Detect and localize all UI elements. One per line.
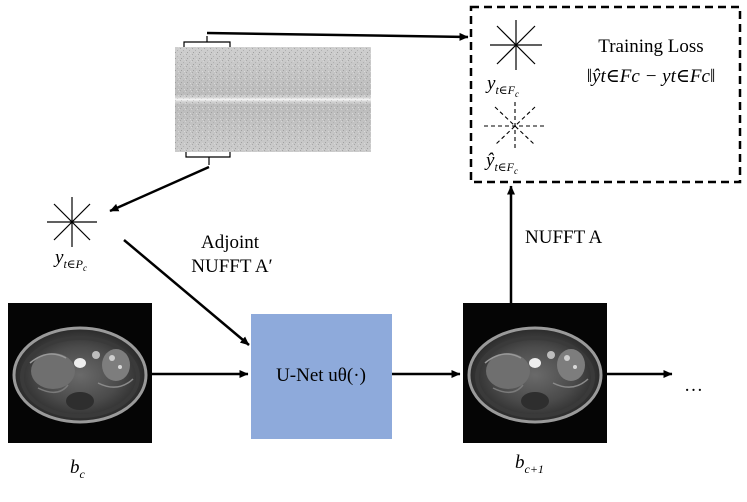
- arrow-kspace-to-loss: [206, 31, 469, 41]
- top-bracket: [183, 36, 231, 47]
- star-y-hat-icon: [484, 102, 546, 150]
- svg-text:yt∈Pc: yt∈Pc: [53, 247, 87, 273]
- training-loss-title: Training Loss: [598, 36, 703, 57]
- y-hat-target-subsub: c: [514, 166, 518, 176]
- unet-label: U-Net uθ(·): [276, 365, 366, 386]
- mri-image-bc: [6, 301, 154, 445]
- svg-text:bc: bc: [70, 457, 86, 481]
- star-y-input-icon: [47, 197, 97, 247]
- bc1-base: b: [515, 452, 525, 473]
- star-y-target-icon: [490, 20, 542, 70]
- y-target-subsub: c: [515, 89, 519, 99]
- y-target-sub: t∈F: [495, 83, 515, 97]
- y-input-sub: t∈P: [63, 257, 83, 271]
- adjoint-label-line2: NUFFT A′: [191, 256, 272, 277]
- svg-text:bc+1: bc+1: [515, 452, 544, 476]
- svg-text:yt∈Fc: yt∈Fc: [485, 73, 519, 99]
- unet-box: [251, 314, 392, 439]
- bc1-sub: c+1: [525, 462, 544, 476]
- training-loss-box: [469, 5, 742, 184]
- ellipsis-label: …: [684, 375, 703, 396]
- y-target-base: y: [485, 73, 496, 94]
- training-loss-formula: ‖ŷt∈Fc − yt∈Fc‖: [587, 66, 716, 87]
- adjoint-label-line1: Adjoint: [201, 232, 260, 253]
- svg-text:ŷt∈Fc: ŷt∈Fc: [484, 150, 518, 176]
- y-hat-target-base: ŷ: [484, 150, 495, 171]
- y-hat-target-sub: t∈F: [494, 160, 514, 174]
- bc-sub: c: [80, 467, 86, 481]
- kspace-image: [175, 47, 371, 152]
- y-input-subsub: c: [83, 263, 87, 273]
- bc-base: b: [70, 457, 80, 478]
- arrow-kspace-to-y-input: [109, 165, 210, 213]
- mri-image-bc1: [461, 301, 609, 445]
- y-input-base: y: [53, 247, 64, 268]
- arrow-y-to-unet: [123, 239, 250, 346]
- bottom-bracket: [185, 152, 231, 165]
- nufft-forward-label: NUFFT A: [525, 227, 603, 248]
